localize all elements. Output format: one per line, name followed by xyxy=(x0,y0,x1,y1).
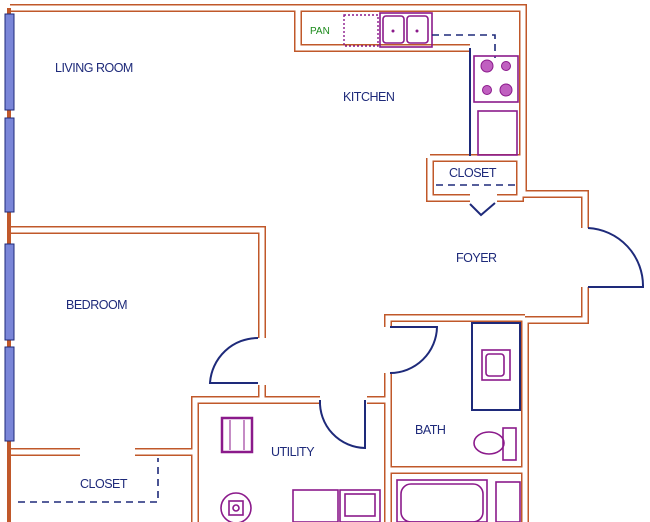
linen-closet xyxy=(495,481,521,522)
windows xyxy=(4,13,15,442)
room-label-kitchen-closet: CLOSET xyxy=(449,166,497,180)
closet-shelf xyxy=(18,458,159,503)
closet-door-icon[interactable] xyxy=(469,202,496,217)
washer-icon xyxy=(292,489,339,522)
toilet-icon xyxy=(473,427,517,461)
room-label-living-room: LIVING ROOM xyxy=(55,61,133,75)
sink-icon xyxy=(379,12,433,48)
bath-door[interactable] xyxy=(389,326,439,374)
entry-door[interactable] xyxy=(587,227,645,288)
stove-icon xyxy=(473,55,519,103)
dishwasher-icon xyxy=(343,14,379,47)
room-label-kitchen: KITCHEN xyxy=(343,90,395,104)
room-label-bedroom-closet: CLOSET xyxy=(80,477,128,491)
refrigerator-icon xyxy=(477,110,518,156)
room-label-utility: UTILITY xyxy=(271,445,315,459)
bath-sink-icon xyxy=(481,349,511,381)
furnace-icon xyxy=(220,492,252,522)
room-label-pantry: PAN xyxy=(310,26,330,37)
bedroom-door[interactable] xyxy=(208,336,259,384)
water-heater-icon xyxy=(220,416,254,454)
window xyxy=(4,346,15,442)
window xyxy=(4,13,15,111)
room-label-bedroom: BEDROOM xyxy=(66,298,127,312)
upper-cabinet-line xyxy=(432,34,496,58)
bathtub-icon xyxy=(396,479,488,522)
utility-door[interactable] xyxy=(318,399,366,450)
dryer-icon xyxy=(339,489,381,522)
vanity xyxy=(471,322,521,411)
room-label-foyer: FOYER xyxy=(456,251,497,265)
window xyxy=(4,243,15,341)
window xyxy=(4,117,15,213)
room-label-bath: BATH xyxy=(415,423,446,437)
